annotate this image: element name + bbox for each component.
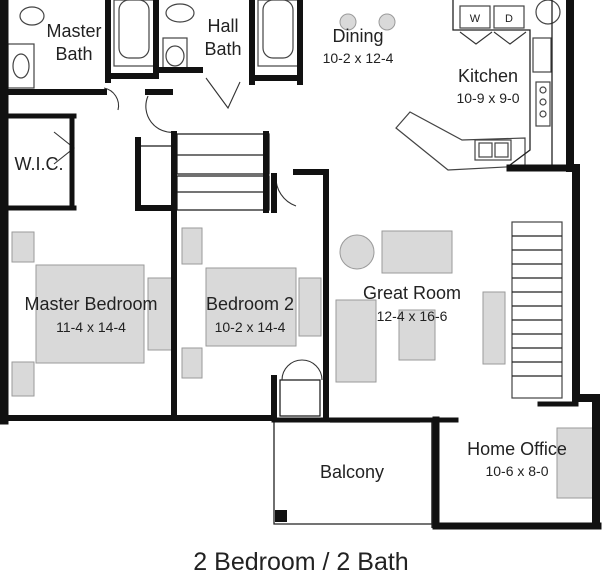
hall-bath-label-line2: Bath bbox=[204, 39, 241, 59]
wic-label: W.I.C. bbox=[15, 154, 64, 174]
great-room-label: Great Room bbox=[363, 283, 461, 303]
walls bbox=[0, 0, 602, 530]
room-labels: Master Bath Hall Bath Dining 10-2 x 12-4… bbox=[15, 13, 567, 482]
fixtures bbox=[7, 0, 563, 399]
washer-label: W bbox=[470, 13, 481, 25]
home-office-label: Home Office bbox=[467, 439, 567, 459]
dryer-label: D bbox=[505, 13, 513, 25]
master-bedroom-label: Master Bedroom bbox=[24, 294, 157, 314]
furniture bbox=[11, 13, 594, 499]
dining-label: Dining bbox=[332, 26, 383, 46]
dining-size: 10-2 x 12-4 bbox=[323, 50, 394, 66]
kitchen-size: 10-9 x 9-0 bbox=[456, 90, 519, 106]
stair-treads bbox=[512, 235, 562, 377]
bedroom2-size: 10-2 x 14-4 bbox=[215, 319, 286, 335]
master-bath-label-line2: Bath bbox=[55, 44, 92, 64]
hall-bath-label-line1: Hall bbox=[207, 16, 238, 36]
home-office-size: 10-6 x 8-0 bbox=[485, 463, 548, 479]
kitchen-label: Kitchen bbox=[458, 66, 518, 86]
master-bath-label-line1: Master bbox=[46, 21, 101, 41]
great-room-size: 12-4 x 16-6 bbox=[377, 308, 448, 324]
master-bedroom-size: 11-4 x 14-4 bbox=[56, 319, 126, 335]
bedroom2-label: Bedroom 2 bbox=[206, 294, 294, 314]
doors bbox=[53, 31, 527, 381]
balcony-label: Balcony bbox=[320, 462, 384, 482]
plan-caption: 2 Bedroom / 2 Bath bbox=[193, 548, 409, 576]
